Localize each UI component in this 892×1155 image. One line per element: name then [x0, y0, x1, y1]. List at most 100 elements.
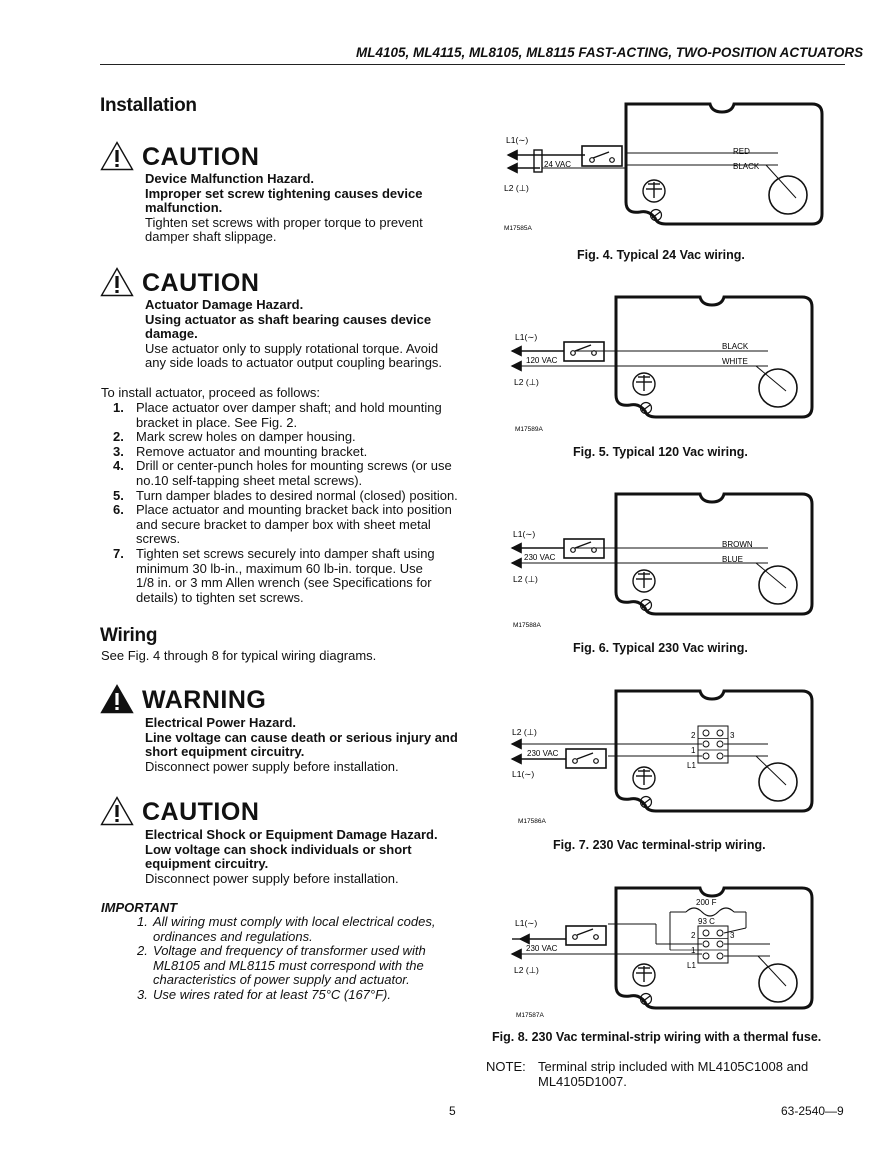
fig5-code: M17589A — [515, 426, 543, 433]
install-step: 5.Turn damper blades to desired normal (… — [113, 487, 458, 503]
fig7-l2-label: L2 (⊥) — [512, 727, 537, 737]
fig5-diagram: L1(∼) L2 (⊥) 120 VAC BLACK WHITE M17589A — [510, 295, 814, 433]
fig4-voltage-label: 24 VAC — [544, 160, 571, 169]
fig7-voltage-label: 230 VAC — [527, 749, 559, 758]
caution-2 — [100, 267, 134, 302]
important-title: IMPORTANT — [101, 900, 178, 915]
wiring-figures: L1(∼) L2 (⊥) 24 VAC RED BLACK M17585A L1… — [504, 102, 824, 1019]
caution-2-hazard: Actuator Damage Hazard. — [145, 297, 304, 312]
fig7-terminal-1: 1 — [691, 746, 696, 755]
fig4-wire1-label: RED — [733, 147, 750, 156]
caution-1-instruction-line: damper shaft slippage. — [145, 229, 277, 245]
fig6-l2-label: L2 (⊥) — [513, 574, 538, 584]
fig5-l1-label: L1(∼) — [515, 332, 537, 342]
caution-1 — [100, 141, 134, 176]
important-list: 1.All wiring must comply with local elec… — [101, 914, 481, 1003]
warning-triangle-icon — [100, 684, 134, 714]
caution-1-consequence-line: malfunction. — [145, 200, 223, 216]
install-step: 2.Mark screw holes on damper housing. — [113, 429, 356, 445]
caution-3 — [100, 796, 134, 831]
caution-3-body: Electrical Shock or Equipment Damage Haz… — [145, 827, 475, 886]
caution-3-consequence-line: equipment circuitry. — [145, 856, 269, 872]
caution-3-consequence-line: Low voltage can shock individuals or sho… — [145, 841, 412, 857]
caution-triangle-icon — [100, 796, 134, 826]
caution-2-instruction-line: Use actuator only to supply rotational t… — [145, 340, 439, 356]
fig7-caption: Fig. 7. 230 Vac terminal-strip wiring. — [553, 838, 766, 852]
fig4-wire2-label: BLACK — [733, 162, 760, 171]
caution-2-title: CAUTION — [142, 269, 260, 297]
fig8-fuse-c: 93 C — [698, 917, 715, 926]
fig7-l1-label: L1(∼) — [512, 769, 534, 779]
install-step: 4.Drill or center-punch holes for mounti… — [113, 458, 452, 488]
caution-1-body: Device Malfunction Hazard. Improper set … — [145, 171, 475, 245]
fig4-l1-label: L1(∼) — [506, 135, 528, 145]
wiring-intro: See Fig. 4 through 8 for typical wiring … — [101, 648, 377, 663]
fig8-terminal-2: 2 — [691, 931, 696, 940]
header-rule — [100, 64, 845, 65]
fig5-wire1-label: BLACK — [722, 342, 749, 351]
fig5-caption: Fig. 5. Typical 120 Vac wiring. — [573, 445, 748, 459]
caution-triangle-icon — [100, 267, 134, 297]
note-text: Terminal strip included with ML4105C1008… — [538, 1059, 838, 1089]
fig6-wire2-label: BLUE — [722, 555, 743, 564]
caution-2-consequence-line: damage. — [145, 326, 198, 342]
warning-body: Electrical Power Hazard. Line voltage ca… — [145, 715, 475, 774]
warning-hazard: Electrical Power Hazard. — [145, 715, 297, 730]
running-header: ML4105, ML4115, ML8105, ML8115 FAST-ACTI… — [356, 45, 864, 60]
caution-triangle-icon — [100, 141, 134, 171]
fig4-l2-label: L2 (⊥) — [504, 183, 529, 193]
caution-1-title: CAUTION — [142, 143, 260, 171]
fig7-diagram: L2 (⊥) L1(∼) 230 VAC 2 3 1 L1 M17586A — [510, 689, 814, 825]
caution-2-body: Actuator Damage Hazard. Using actuator a… — [145, 297, 475, 371]
fig5-l2-label: L2 (⊥) — [514, 377, 539, 387]
caution-3-hazard: Electrical Shock or Equipment Damage Haz… — [145, 827, 438, 842]
fig4-diagram: L1(∼) L2 (⊥) 24 VAC RED BLACK M17585A — [504, 102, 824, 232]
fig8-fuse-f: 200 F — [696, 898, 717, 907]
caution-1-hazard: Device Malfunction Hazard. — [145, 171, 315, 186]
caution-1-consequence-line: Improper set screw tightening causes dev… — [145, 185, 423, 201]
document-number: 63-2540—9 — [781, 1104, 844, 1118]
install-step: 3.Remove actuator and mounting bracket. — [113, 443, 368, 459]
fig8-caption: Fig. 8. 230 Vac terminal-strip wiring wi… — [492, 1030, 822, 1044]
install-step: 1.Place actuator over damper shaft; and … — [113, 400, 442, 430]
install-step: 7.Tighten set screws securely into dampe… — [113, 545, 435, 605]
fig7-code: M17586A — [518, 818, 546, 825]
warning-consequence-line: Line voltage can cause death or serious … — [145, 729, 458, 745]
fig4-code: M17585A — [504, 225, 532, 232]
caution-3-instruction-line: Disconnect power supply before installat… — [145, 870, 399, 886]
fig6-l1-label: L1(∼) — [513, 529, 535, 539]
warning-block — [100, 684, 134, 719]
install-intro: To install actuator, proceed as follows: — [101, 385, 320, 400]
fig6-diagram: L1(∼) L2 (⊥) 230 VAC BROWN BLUE M17588A — [510, 492, 814, 629]
important-item: 3.Use wires rated for at least 75°C (167… — [137, 986, 391, 1002]
important-item: 2.Voltage and frequency of transformer u… — [137, 943, 426, 988]
fig8-voltage-label: 230 VAC — [526, 944, 558, 953]
fig5-voltage-label: 120 VAC — [526, 356, 558, 365]
fig8-terminal-3: 3 — [730, 931, 735, 940]
warning-title: WARNING — [142, 686, 267, 714]
fig6-voltage-label: 230 VAC — [524, 553, 556, 562]
note-line: Terminal strip included with ML4105C1008… — [538, 1059, 809, 1074]
caution-2-instruction-line: any side loads to actuator output coupli… — [145, 355, 443, 371]
important-item: 1.All wiring must comply with local elec… — [137, 914, 436, 944]
warning-consequence-line: short equipment circuitry. — [145, 744, 305, 760]
warning-instruction-line: Disconnect power supply before installat… — [145, 758, 399, 774]
fig7-terminal-l1: L1 — [687, 761, 696, 770]
fig8-terminal-l1: L1 — [687, 961, 696, 970]
install-steps: 1.Place actuator over damper shaft; and … — [101, 400, 481, 605]
fig6-code: M17588A — [513, 622, 541, 629]
note-line: ML4105D1007. — [538, 1073, 627, 1089]
fig7-terminal-2: 2 — [691, 731, 696, 740]
fig7-terminal-3: 3 — [730, 731, 735, 740]
caution-1-instruction-line: Tighten set screws with proper torque to… — [145, 214, 423, 230]
fig8-l2-label: L2 (⊥) — [514, 965, 539, 975]
wiring-heading: Wiring — [100, 625, 158, 646]
note-label: NOTE: — [486, 1059, 526, 1074]
fig6-caption: Fig. 6. Typical 230 Vac wiring. — [573, 641, 748, 655]
fig8-diagram: L1(∼) L2 (⊥) 230 VAC 200 F 93 C 2 3 1 L1… — [510, 886, 814, 1019]
fig8-terminal-1: 1 — [691, 946, 696, 955]
fig4-caption: Fig. 4. Typical 24 Vac wiring. — [577, 248, 745, 262]
caution-2-consequence-line: Using actuator as shaft bearing causes d… — [145, 311, 432, 327]
fig8-code: M17587A — [516, 1012, 544, 1019]
fig8-l1-label: L1(∼) — [515, 918, 537, 928]
